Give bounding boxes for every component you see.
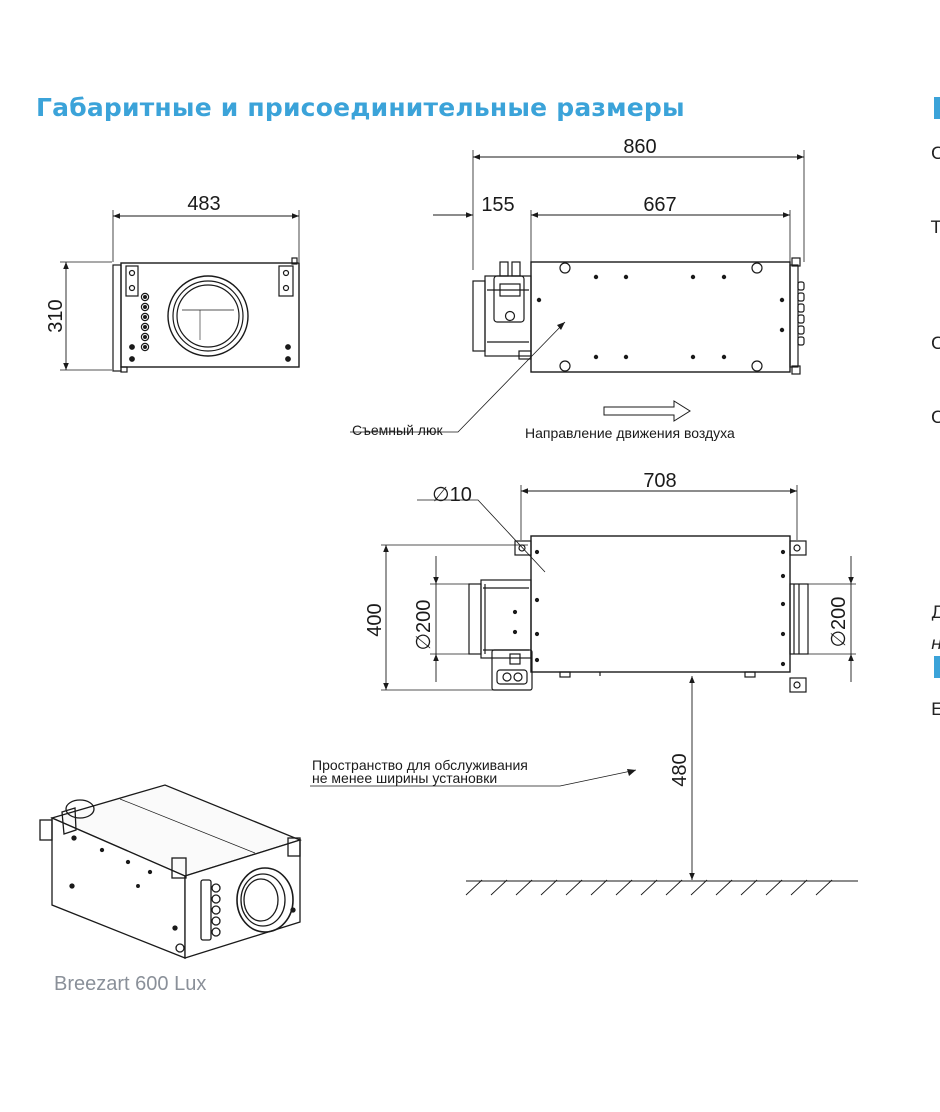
dim-hole-diameter: ∅10 — [432, 484, 472, 506]
front-view — [60, 210, 300, 373]
dim-front-width: 483 — [187, 193, 220, 215]
cut-text-2: Т — [931, 218, 940, 238]
side-view — [350, 150, 805, 433]
cut-text-7: Е — [931, 700, 940, 720]
cut-text-6: н — [931, 636, 940, 653]
cut-text-5: Д — [931, 603, 940, 623]
product-caption: Breezart 600 Lux — [54, 973, 206, 995]
product-isometric — [39, 784, 302, 959]
top-view — [310, 485, 858, 896]
cut-heading-accent-2 — [934, 656, 940, 678]
note-service-space-2: не менее ширины установки — [312, 770, 497, 786]
section-heading: Габаритные и присоединительные размеры — [36, 93, 685, 122]
cut-text-3: С — [931, 334, 940, 354]
cut-heading-accent — [934, 97, 940, 119]
dim-top-depth: 400 — [364, 603, 386, 636]
cut-text-1: С — [931, 144, 940, 164]
dim-side-body: 667 — [643, 194, 676, 216]
dim-inlet-diameter: ∅200 — [413, 600, 435, 651]
dim-front-height: 310 — [45, 299, 67, 332]
dim-top-length: 708 — [643, 470, 676, 492]
dim-side-front: 155 — [481, 194, 514, 216]
note-airflow: Направление движения воздуха — [525, 425, 735, 441]
note-service-space-1: Пространство для обслуживания — [312, 757, 528, 773]
dim-side-total: 860 — [623, 136, 656, 158]
note-removable-hatch: Съемный люк — [352, 422, 443, 438]
dim-service-clearance: 480 — [669, 753, 691, 786]
dim-outlet-diameter: ∅200 — [828, 597, 850, 648]
cut-text-4: С — [931, 408, 940, 428]
